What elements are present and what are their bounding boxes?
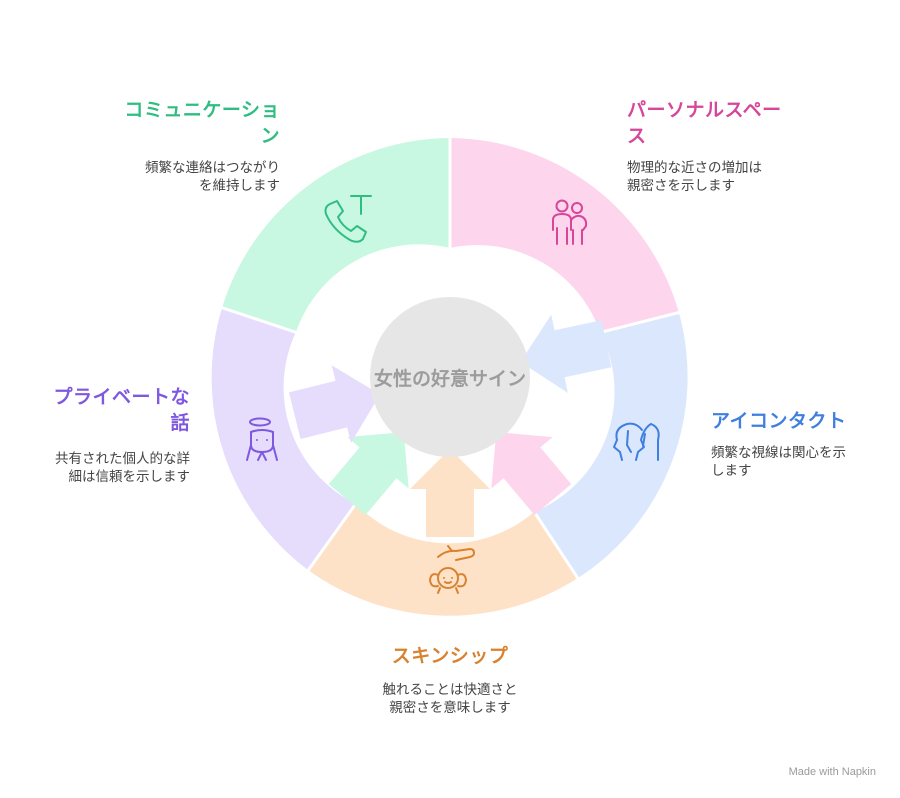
label-communication: コミュニケーション 頻繁な連絡はつながりを維持します [120, 97, 280, 195]
label-eye-contact: アイコンタクト 頻繁な視線は関心を示します [711, 408, 871, 480]
segment-personal-space [450, 138, 679, 332]
arrow-personal-space [491, 432, 572, 515]
title-skinship: スキンシップ [391, 645, 509, 667]
segment-eye-contact [534, 313, 688, 578]
title-personal-space: パーソナルスペース [627, 99, 782, 147]
phone-text-icon [324, 195, 372, 243]
description-private-talk: 共有された個人的な詳細は信頼を示します [55, 451, 190, 485]
segment-separators [219, 136, 682, 581]
center-label: 女性の好意サイン [374, 367, 526, 390]
label-skinship: スキンシップ 触れることは快適さと親密さを意味します [365, 643, 535, 717]
segment-communication [222, 138, 450, 332]
arrow-communication [328, 432, 409, 515]
segment-private-talk [211, 308, 356, 570]
title-private-talk: プライベートな話 [53, 386, 190, 434]
person-halo-icon [246, 417, 278, 461]
segment-skinship [308, 504, 578, 616]
arrow-eye-contact [520, 314, 612, 393]
description-personal-space: 物理的な近さの増加は親密さを示します [627, 160, 762, 194]
title-eye-contact: アイコンタクト [711, 410, 847, 432]
label-personal-space: パーソナルスペース 物理的な近さの増加は親密さを示します [627, 97, 782, 195]
watermark: Made with Napkin [788, 766, 876, 778]
label-private-talk: プライベートな話 共有された個人的な詳細は信頼を示します [40, 384, 190, 486]
description-communication: 頻繁な連絡はつながりを維持します [145, 160, 280, 194]
arrow-private-talk [288, 365, 381, 443]
title-communication: コミュニケーション [124, 99, 280, 147]
hand-child-icon [429, 545, 475, 594]
faces-icon [613, 422, 660, 461]
description-eye-contact: 頻繁な視線は関心を示します [711, 445, 846, 479]
center-circle [370, 297, 530, 457]
arrow-skinship [410, 449, 490, 537]
people-icon [552, 199, 588, 245]
description-skinship: 触れることは快適さと親密さを意味します [382, 682, 518, 716]
